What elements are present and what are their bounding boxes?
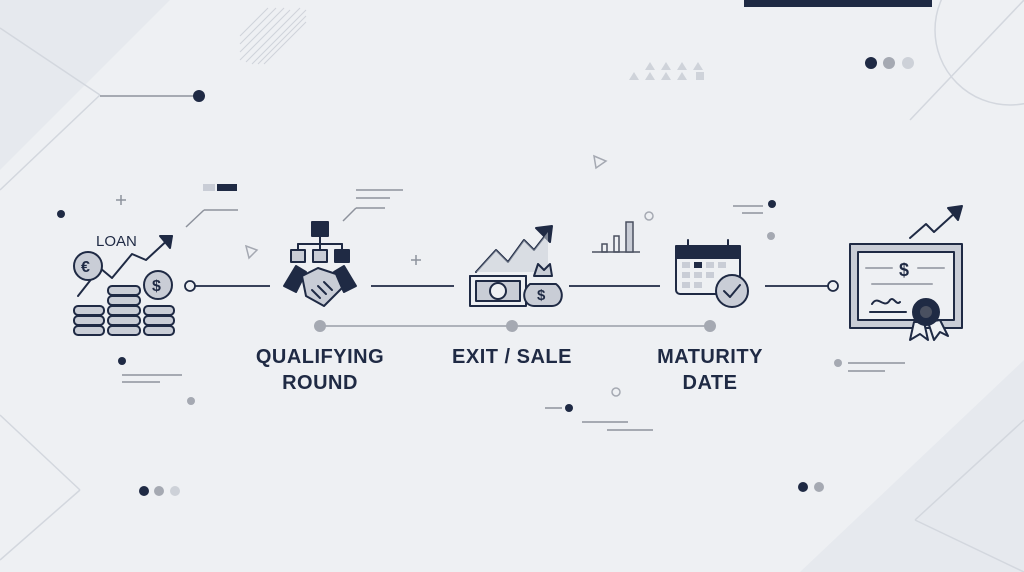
loan-coins-icon: LOAN € $ <box>73 233 175 336</box>
mini-bar-chart <box>592 221 640 253</box>
svg-text:$: $ <box>537 287 546 304</box>
decor-lines <box>100 95 905 431</box>
stage-label-exit-sale: EXIT / SALE <box>452 346 572 368</box>
stage-label-maturity-date: MATURITY DATE <box>657 346 763 394</box>
stage-label-qualifying-round: QUALIFYING ROUND <box>255 346 385 394</box>
hatch-pattern <box>239 7 307 65</box>
top-accent-bar <box>744 0 932 7</box>
svg-text:€: € <box>81 259 90 276</box>
svg-text:$: $ <box>899 260 909 280</box>
cash-growth-icon: $ <box>469 225 563 307</box>
calendar-clock-icon <box>675 239 749 308</box>
triangle-pattern <box>629 62 704 80</box>
timeline-end-node <box>827 280 839 292</box>
timeline-sub-track <box>314 320 716 332</box>
handshake-org-icon <box>283 221 357 307</box>
certificate-icon: $ <box>849 205 963 341</box>
loan-icon-text: LOAN <box>96 233 137 250</box>
timeline-start-node <box>184 280 196 292</box>
decor-triangles <box>244 154 608 260</box>
dot-cluster <box>57 57 914 496</box>
svg-text:$: $ <box>152 278 161 295</box>
